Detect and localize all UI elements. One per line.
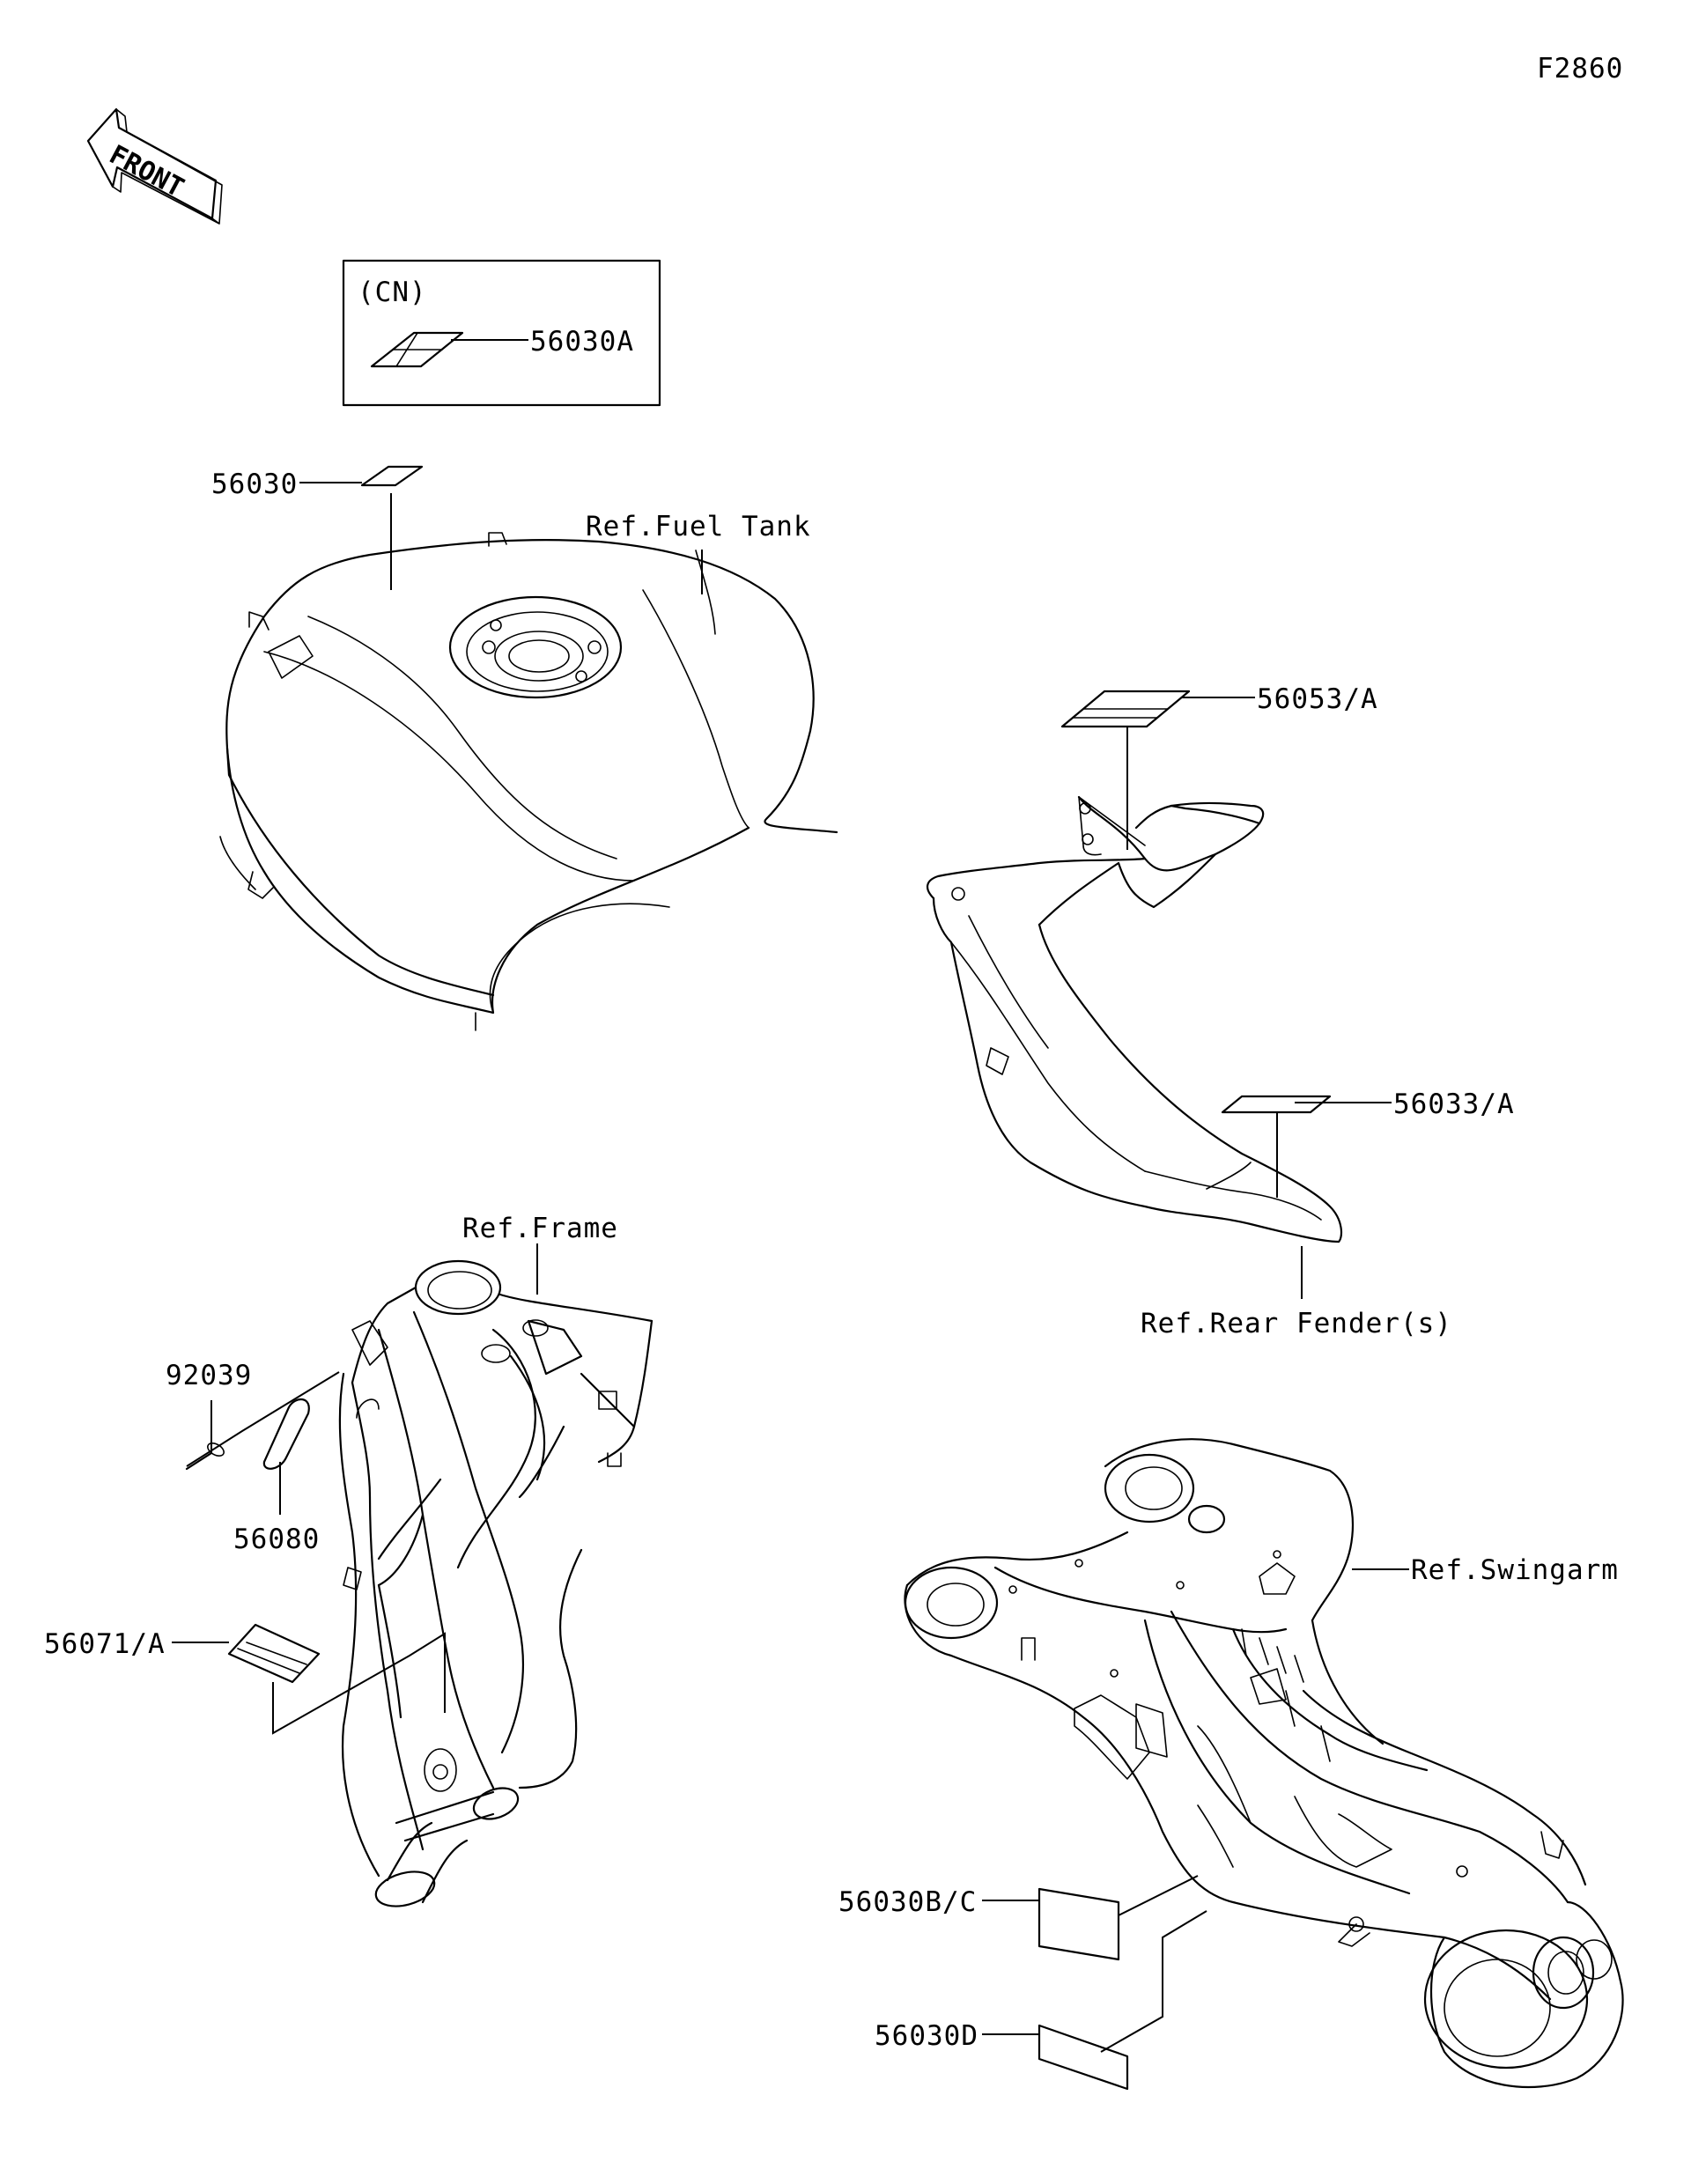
part-56033a: 56033/A (1393, 1088, 1515, 1120)
ref-frame: Ref.Frame (462, 1213, 618, 1244)
label-sticker-56030a (370, 331, 464, 368)
fuel-tank: 56030 Ref.Fuel Tank (211, 465, 838, 1031)
frame: Ref.Frame 92039 56080 56071/A (44, 1213, 654, 1907)
label-sticker-56033a (1221, 1095, 1332, 1114)
rear-fender: 56053/A 56033/A Ref.Rear Fender(s) (927, 683, 1515, 1339)
part-56080: 56080 (233, 1524, 320, 1555)
part-56030bc: 56030B/C (838, 1886, 977, 1918)
swingarm: Ref.Swingarm (838, 1438, 1624, 2091)
region-label: (CN) (358, 277, 427, 308)
plate-56080 (262, 1398, 310, 1470)
label-sticker-56030 (360, 465, 424, 487)
region-box-cn: (CN) 56030A (342, 259, 661, 407)
ref-fuel-tank: Ref.Fuel Tank (586, 511, 811, 542)
filler-cap (448, 595, 623, 699)
ref-rear-fender: Ref.Rear Fender(s) (1141, 1308, 1452, 1339)
part-56030a: 56030A (530, 326, 634, 358)
label-sticker-56030d (1037, 2024, 1129, 2091)
part-56030: 56030 (211, 469, 298, 500)
front-arrow: FRONT (86, 107, 223, 225)
label-sticker-56071a (227, 1623, 321, 1684)
figure-code: F2860 (1537, 53, 1623, 85)
part-92039: 92039 (166, 1360, 252, 1391)
front-arrow-icon (86, 107, 223, 225)
label-sticker-56030bc (1037, 1887, 1120, 1961)
rivet-92039 (185, 1442, 225, 1471)
ref-swingarm: Ref.Swingarm (1411, 1554, 1619, 1586)
label-sticker-56053a (1060, 690, 1191, 728)
part-56030d: 56030D (875, 2020, 978, 2052)
front-arrow-label: FRONT (104, 139, 188, 203)
part-56071a: 56071/A (44, 1628, 166, 1660)
part-56053a: 56053/A (1257, 683, 1378, 715)
